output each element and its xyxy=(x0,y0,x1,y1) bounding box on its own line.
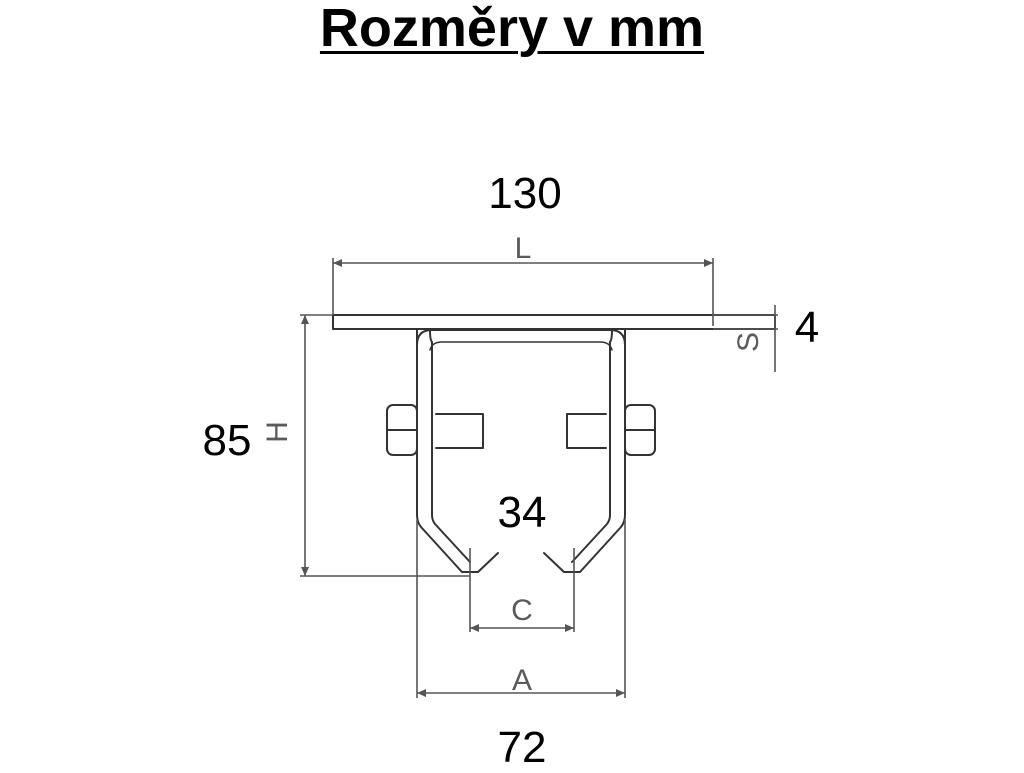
value-S: 4 xyxy=(794,303,820,352)
dim-letter-S: S xyxy=(732,332,765,352)
value-A: 72 xyxy=(497,723,547,772)
dim-letter-A: A xyxy=(512,664,532,697)
channel-outer xyxy=(416,329,626,573)
value-C: 34 xyxy=(497,488,547,537)
top-plate xyxy=(332,314,776,330)
dim-letter-C: C xyxy=(511,594,533,627)
value-L: 130 xyxy=(488,169,562,218)
right-slot xyxy=(566,413,607,449)
value-H: 85 xyxy=(202,416,252,465)
dim-letter-H: H xyxy=(261,421,294,443)
channel-top xyxy=(416,329,626,346)
channel-inner xyxy=(429,329,613,563)
left-slot xyxy=(435,413,484,449)
page-title: Rozměry v mm xyxy=(319,0,705,58)
dim-letter-L: L xyxy=(515,232,532,265)
